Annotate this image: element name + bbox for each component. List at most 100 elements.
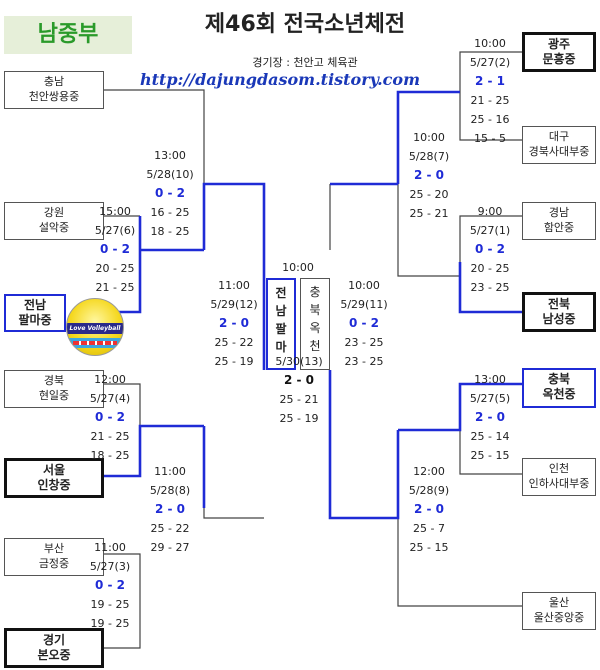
match-7: 10:00 5/28(7) 2 - 0 25 - 20 25 - 21	[392, 128, 466, 223]
match-13-time: 10:00	[272, 258, 324, 277]
team-school: 금정중	[38, 557, 70, 570]
team-school: 문흥중	[542, 52, 576, 66]
match-sets: 2 - 0	[218, 316, 250, 330]
match-score: 25 - 22	[150, 522, 190, 535]
match-6: 15:00 5/27(6) 0 - 2 20 - 25 21 - 25	[70, 202, 160, 297]
finalist-char: 천	[309, 339, 321, 353]
win-gwangju	[396, 90, 460, 184]
team-school: 함안중	[543, 221, 575, 234]
match-sets: 2 - 0	[413, 502, 445, 516]
match-13: 5/30(13) 2 - 0 25 - 21 25 - 19	[266, 352, 332, 428]
match-date: 5/27(5)	[469, 392, 511, 405]
match-sets: 0 - 2	[474, 242, 506, 256]
team-region: 강원	[43, 206, 65, 219]
page-title: 제46회 전국소년체전	[204, 12, 406, 37]
match-4: 12:00 5/27(4) 0 - 2 21 - 25 18 - 25	[70, 370, 150, 465]
match-time: 9:00	[477, 205, 503, 218]
line-m8-down	[203, 508, 264, 519]
match-time: 11:00	[154, 465, 186, 478]
finalist-char: 북	[309, 303, 321, 317]
team-school: 인창중	[37, 478, 71, 492]
finalist-right: 충 북 옥 천	[300, 278, 330, 370]
team-daegu: 대구 경북사대부중	[522, 126, 596, 164]
team-school: 본오중	[37, 648, 71, 662]
line-gyeongnam	[459, 215, 522, 262]
match-time: 11:00	[218, 279, 250, 292]
line-daegu	[459, 92, 522, 141]
line-ulsan	[397, 518, 522, 607]
match-5: 13:00 5/27(5) 2 - 0 25 - 14 25 - 15	[455, 370, 525, 465]
match-score: 15 - 5	[474, 132, 506, 145]
team-school: 옥천중	[542, 387, 576, 401]
match-10: 13:00 5/28(10) 0 - 2 16 - 25 18 - 25	[130, 146, 210, 241]
match-time: 10:00	[348, 279, 380, 292]
line-gyeongbuk	[104, 383, 141, 426]
match-12: 11:00 5/29(12) 2 - 0 25 - 22 25 - 19	[204, 276, 264, 371]
team-region: 경북	[43, 374, 65, 387]
team-region: 충북	[547, 372, 571, 386]
team-region: 울산	[548, 596, 570, 609]
match-date: 5/28(9)	[408, 484, 450, 497]
match-score: 21 - 25	[90, 430, 130, 443]
match-score: 25 - 15	[470, 449, 510, 462]
win-chungbuk	[398, 382, 522, 432]
team-region: 경기	[42, 633, 66, 647]
volleyball-logo: Love Volleyball	[66, 298, 124, 356]
win-seoul	[104, 424, 204, 478]
match-score: 25 - 15	[409, 541, 449, 554]
match-11: 10:00 5/29(11) 0 - 2 23 - 25 23 - 25	[334, 276, 394, 371]
logo-text: Love Volleyball	[67, 323, 123, 334]
match-score: 25 - 22	[214, 336, 254, 349]
match-score: 25 - 16	[470, 113, 510, 126]
division-label: 남중부	[4, 16, 132, 54]
match-date: 5/30(13)	[275, 355, 323, 368]
match-date: 5/27(6)	[94, 224, 136, 237]
match-score: 25 - 19	[214, 355, 254, 368]
team-region: 전북	[547, 297, 571, 311]
team-gwangju: 광주 문흥중	[522, 32, 596, 72]
line-gyeonggi	[104, 600, 141, 649]
match-date: 5/27(1)	[469, 224, 511, 237]
team-seoul: 서울 인창중	[4, 458, 104, 498]
match-1: 9:00 5/27(1) 0 - 2 20 - 25 23 - 25	[455, 202, 525, 297]
logo-dots	[73, 341, 117, 345]
match-score: 25 - 19	[279, 412, 319, 425]
line-gwangju	[459, 51, 522, 92]
match-score: 20 - 25	[95, 262, 135, 275]
line-incheon	[459, 430, 522, 475]
match-score: 25 - 21	[409, 207, 449, 220]
match-score: 21 - 25	[470, 94, 510, 107]
match-3: 11:00 5/27(3) 0 - 2 19 - 25 19 - 25	[70, 538, 150, 633]
team-gangwon: 강원 설악중	[4, 202, 104, 240]
match-time: 10:00	[474, 37, 506, 50]
match-sets: 0 - 2	[154, 186, 186, 200]
team-region: 서울	[42, 463, 66, 477]
match-score: 23 - 25	[344, 355, 384, 368]
finalist-char: 마	[275, 340, 287, 354]
finalist-char: 충	[309, 285, 321, 299]
match-sets: 2 - 1	[474, 74, 506, 88]
match-sets: 2 - 0	[283, 373, 315, 387]
blog-url[interactable]: http://dajungdasom.tistory.com	[139, 70, 421, 89]
match-sets: 0 - 2	[94, 410, 126, 424]
finalist-char: 팔	[275, 322, 287, 336]
team-school: 천안쌍용중	[28, 90, 80, 103]
finalist-char: 남	[275, 304, 287, 318]
team-region: 경남	[548, 206, 570, 219]
match-score: 18 - 25	[90, 449, 130, 462]
team-region: 광주	[547, 37, 571, 51]
team-school: 인하사대부중	[528, 477, 590, 490]
match-time: 10:00	[282, 261, 314, 274]
match-date: 5/29(11)	[340, 298, 388, 311]
team-region: 전남	[23, 298, 47, 312]
match-score: 19 - 25	[90, 617, 130, 630]
team-gyeonggi: 경기 본오중	[4, 628, 104, 668]
match-sets: 0 - 2	[94, 578, 126, 592]
match-score: 20 - 25	[470, 262, 510, 275]
win-m10	[202, 182, 266, 250]
match-sets: 2 - 0	[154, 502, 186, 516]
finalist-left: 전 남 팔 마	[266, 278, 296, 370]
venue-label: 경기장 : 천안고 체육관	[252, 56, 358, 69]
match-date: 5/28(7)	[408, 150, 450, 163]
